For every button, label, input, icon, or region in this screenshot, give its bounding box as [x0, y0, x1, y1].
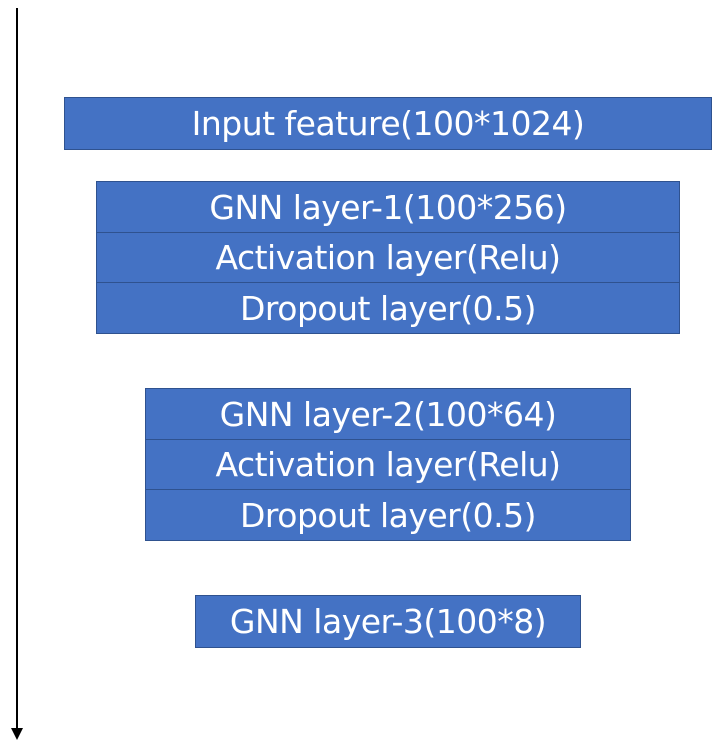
- dropout-layer-1-box: Dropout layer(0.5): [96, 282, 680, 334]
- activation-layer-1-box: Activation layer(Relu): [96, 231, 680, 284]
- gnn-layer-3-box: GNN layer-3(100*8): [195, 595, 581, 648]
- gnn-layer-1-box: GNN layer-1(100*256): [96, 181, 680, 233]
- flow-arrow-line: [16, 8, 18, 730]
- flow-arrow-head-icon: [11, 728, 23, 740]
- gnn-layer-2-box: GNN layer-2(100*64): [145, 388, 631, 440]
- input-feature-box: Input feature(100*1024): [64, 97, 712, 150]
- layer-block-1: GNN layer-1(100*256) Activation layer(Re…: [96, 181, 680, 334]
- dropout-layer-2-box: Dropout layer(0.5): [145, 489, 631, 541]
- activation-layer-2-box: Activation layer(Relu): [145, 438, 631, 491]
- layer-block-2: GNN layer-2(100*64) Activation layer(Rel…: [145, 388, 631, 541]
